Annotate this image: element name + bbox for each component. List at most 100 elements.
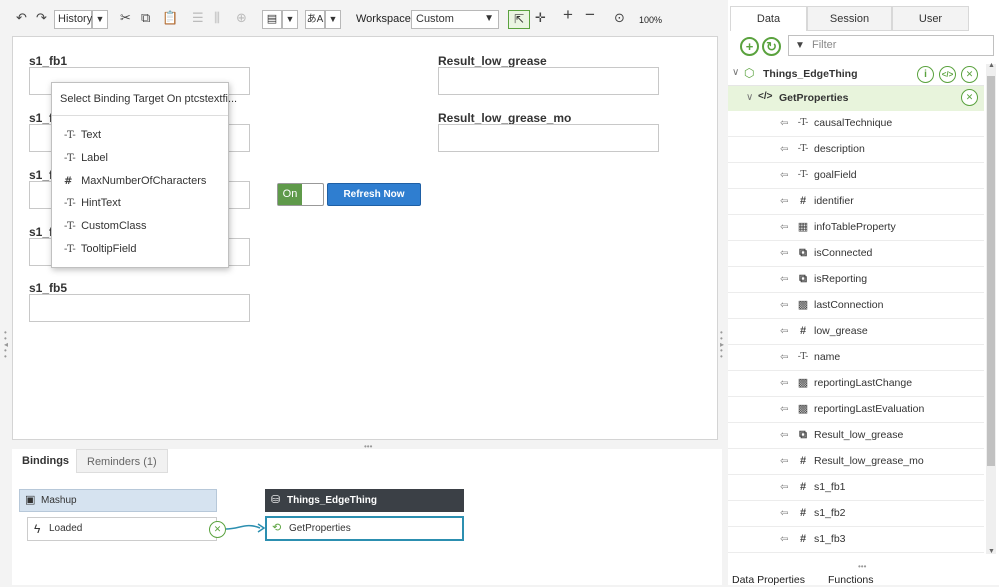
thing-node-header[interactable]: ⛁ Things_EdgeThing [265, 489, 464, 512]
localization-icon[interactable]: あA [305, 10, 325, 29]
property-row[interactable]: ⇦⧉isReporting [728, 267, 984, 293]
scrollbar[interactable] [986, 64, 996, 554]
property-row[interactable]: ⇦▩reportingLastEvaluation [728, 397, 984, 423]
localization-dropdown-arrow[interactable]: ▼ [325, 10, 341, 29]
add-data-icon[interactable]: + [740, 37, 759, 56]
result-input[interactable] [438, 67, 659, 95]
mashup-node[interactable]: ▣ Mashup [19, 489, 217, 512]
remove-service-icon[interactable]: ✕ [961, 89, 978, 106]
arrow-left-icon[interactable]: ⇦ [780, 118, 789, 129]
property-row[interactable]: ⇦#s1_fb2 [728, 501, 984, 527]
resize-handle[interactable]: ••• [858, 562, 867, 571]
binding-target-item[interactable]: -T- Text [64, 129, 102, 141]
arrow-left-icon[interactable]: ⇦ [780, 222, 789, 233]
service-row[interactable]: ∨ </> GetProperties [728, 86, 984, 111]
tab-bindings[interactable]: Bindings [12, 449, 80, 473]
history-dropdown[interactable]: History [54, 10, 92, 29]
arrow-left-icon[interactable]: ⇦ [780, 274, 789, 285]
undo-icon[interactable]: ↶ [16, 10, 27, 25]
property-name: isReporting [814, 273, 868, 285]
arrow-left-icon[interactable]: ⇦ [780, 170, 789, 181]
binding-target-item[interactable]: # MaxNumberOfCharacters [64, 175, 207, 187]
property-name: Result_low_grease_mo [814, 455, 924, 467]
remove-binding-icon[interactable]: ✕ [209, 521, 226, 538]
property-row[interactable]: ⇦-T-name [728, 345, 984, 371]
field-input[interactable] [29, 294, 250, 322]
binding-target-item[interactable]: -T- TooltipField [64, 243, 137, 255]
arrow-left-icon[interactable]: ⇦ [780, 482, 789, 493]
tab-reminders[interactable]: Reminders (1) [76, 449, 168, 473]
property-row[interactable]: ⇦-T-description [728, 137, 984, 163]
center-icon[interactable]: ⊕ [236, 10, 247, 25]
property-row[interactable]: ⇦▦infoTableProperty [728, 215, 984, 241]
zoom-reset-icon[interactable]: ⊙ [614, 10, 625, 25]
binding-target-item[interactable]: -T- Label [64, 152, 108, 164]
paste-icon[interactable]: 📋 [162, 10, 179, 25]
history-label: History [58, 13, 93, 25]
info-icon[interactable]: i [917, 66, 934, 83]
property-row[interactable]: ⇦-T-goalField [728, 163, 984, 189]
refresh-icon[interactable]: ↻ [762, 37, 781, 56]
text-icon: -T- [64, 130, 76, 141]
arrow-left-icon[interactable]: ⇦ [780, 196, 789, 207]
property-row[interactable]: ⇦▩lastConnection [728, 293, 984, 319]
arrow-left-icon[interactable]: ⇦ [780, 456, 789, 467]
arrow-left-icon[interactable]: ⇦ [780, 378, 789, 389]
property-row[interactable]: ⇦⧉isConnected [728, 241, 984, 267]
filter-input[interactable]: ▼ Filter [788, 35, 994, 56]
arrow-left-icon[interactable]: ⇦ [780, 248, 789, 259]
arrow-left-icon[interactable]: ⇦ [780, 326, 789, 337]
property-row[interactable]: ⇦#s1_fb1 [728, 475, 984, 501]
arrow-left-icon[interactable]: ⇦ [780, 404, 789, 415]
workspace-select[interactable]: Custom ▼ [411, 10, 499, 29]
property-row[interactable]: ⇦#Result_low_grease_mo [728, 449, 984, 475]
arrow-left-icon[interactable]: ⇦ [780, 352, 789, 363]
property-row[interactable]: ⇦#identifier [728, 189, 984, 215]
binding-target-item[interactable]: -T- CustomClass [64, 220, 147, 232]
arrow-left-icon[interactable]: ⇦ [780, 534, 789, 545]
cut-icon[interactable]: ✂ [120, 10, 131, 25]
zoom-in-icon[interactable]: + [563, 5, 573, 24]
code-icon[interactable]: </> [939, 66, 956, 83]
scroll-down-icon[interactable]: ▼ [988, 548, 995, 555]
layout-dropdown-arrow[interactable]: ▼ [282, 10, 298, 29]
get-properties-service[interactable]: ⟲ GetProperties [265, 516, 464, 541]
scroll-up-icon[interactable]: ▲ [988, 62, 995, 69]
layout-icon[interactable]: ▤ [262, 10, 282, 29]
resize-handle[interactable]: ••• [364, 442, 373, 451]
arrow-left-icon[interactable]: ⇦ [780, 508, 789, 519]
property-row[interactable]: ⇦▩reportingLastChange [728, 371, 984, 397]
left-panel-handle[interactable]: ••◂•• [4, 328, 9, 361]
distribute-icon[interactable]: ⫼ [214, 10, 220, 25]
scrollbar-thumb[interactable] [987, 76, 995, 466]
result-input[interactable] [438, 124, 659, 152]
binding-target-item[interactable]: -T- HintText [64, 197, 121, 209]
number-icon: # [64, 176, 73, 187]
property-row[interactable]: ⇦-T-causalTechnique [728, 111, 984, 137]
property-name: s1_fb3 [814, 533, 846, 545]
toggle-switch[interactable]: On [277, 183, 324, 206]
arrow-left-icon[interactable]: ⇦ [780, 430, 789, 441]
select-tool-icon[interactable]: ⇱ [508, 10, 530, 29]
redo-icon[interactable]: ↷ [36, 10, 47, 25]
tab-functions[interactable]: Functions [828, 574, 874, 586]
tab-data[interactable]: Data [730, 6, 807, 31]
arrow-left-icon[interactable]: ⇦ [780, 300, 789, 311]
arrow-left-icon[interactable]: ⇦ [780, 144, 789, 155]
copy-icon[interactable]: ⧉ [141, 10, 151, 25]
right-panel-handle[interactable]: ••▸•• [720, 328, 725, 361]
property-row[interactable]: ⇦⧉Result_low_grease [728, 423, 984, 449]
tab-user[interactable]: User [892, 6, 969, 31]
loaded-event[interactable]: ϟ Loaded [27, 517, 217, 541]
tab-data-properties[interactable]: Data Properties [732, 574, 805, 586]
move-icon[interactable]: ✛ [535, 10, 546, 25]
property-row[interactable]: ⇦#low_grease [728, 319, 984, 345]
property-row[interactable]: ⇦#s1_fb3 [728, 527, 984, 553]
tab-session[interactable]: Session [807, 6, 892, 31]
thing-row[interactable]: ∨ ⬡ Things_EdgeThing [728, 62, 984, 86]
zoom-out-icon[interactable]: − [585, 5, 595, 24]
refresh-now-button[interactable]: Refresh Now [327, 183, 421, 206]
remove-thing-icon[interactable]: ✕ [961, 66, 978, 83]
history-dropdown-arrow[interactable]: ▼ [92, 10, 108, 29]
align-icon[interactable]: ☰ [192, 10, 204, 25]
